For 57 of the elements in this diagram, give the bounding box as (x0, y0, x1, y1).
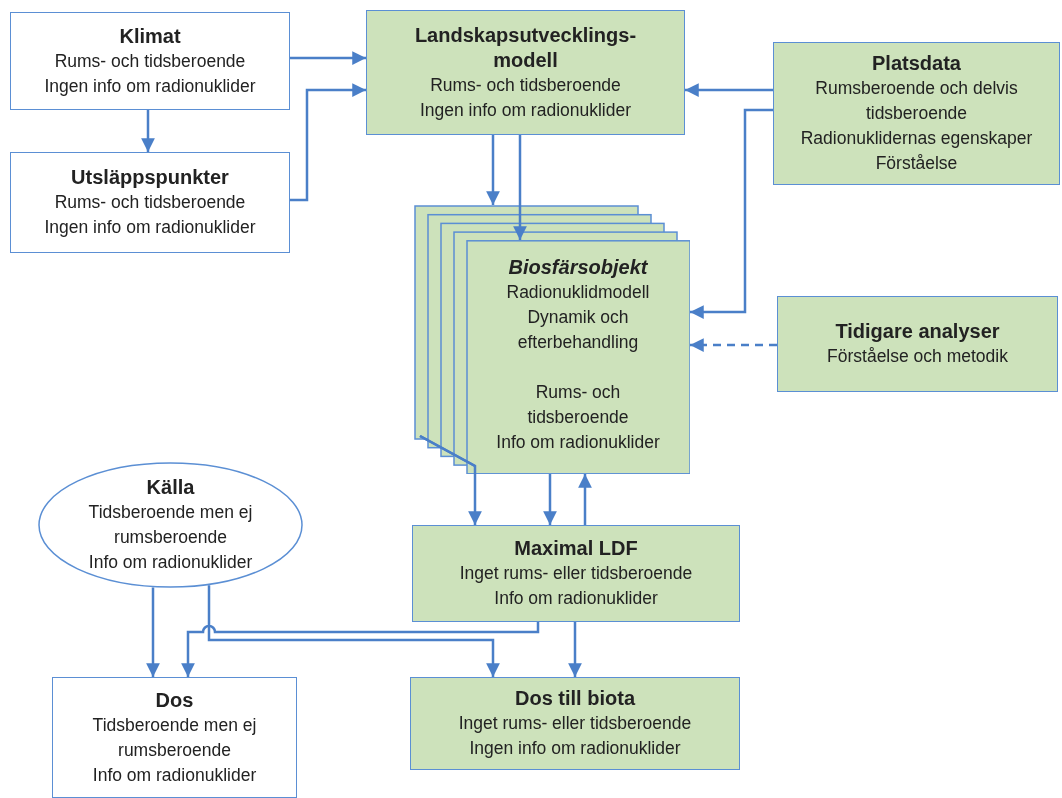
node-text: Info om radionuklider (496, 431, 660, 454)
arrow (141, 110, 155, 152)
process-box (366, 10, 685, 135)
process-box (52, 677, 297, 798)
node-text: Ingen info om radionuklider (44, 74, 256, 98)
arrow (578, 474, 592, 525)
node-text: Rums- och tidsberoende (430, 73, 621, 97)
arrow (207, 585, 500, 677)
node-title: Klimat (119, 23, 181, 49)
node-text: Radionuklidernas egenskaper (800, 127, 1033, 150)
node-title: Utsläppspunkter (71, 165, 229, 190)
arrow (685, 83, 773, 97)
process-box (410, 677, 740, 770)
arrow (146, 587, 160, 677)
node-text: Rums- och tidsberoende (54, 49, 246, 73)
node-title: Biosfärsobjekt (508, 255, 648, 280)
node-text: Info om radionuklider (494, 587, 658, 610)
arrow (181, 622, 540, 677)
process-box (773, 42, 1060, 185)
node-text: Dynamik och efterbehandling (516, 306, 640, 354)
node-text: Tidsberoende men ej rumsberoende (87, 501, 254, 549)
arrow (690, 338, 777, 352)
node-title: Källa (146, 475, 195, 500)
node-text: Förståelse (875, 152, 958, 175)
node-text: Info om radionuklider (88, 551, 253, 574)
node-title: Landskapsutvecklings-modell (413, 22, 638, 73)
node-text: Rums- och tidsberoende (54, 191, 246, 214)
arrow (486, 135, 500, 205)
node-text: Inget rums- eller tidsberoende (459, 562, 693, 585)
node-text: Ingen info om radionuklider (419, 98, 632, 122)
node-title: Dos till biota (515, 686, 635, 711)
arrow (513, 135, 527, 240)
node-text: Tidsberoende men ej rumsberoende (91, 713, 258, 762)
arrow (690, 108, 773, 319)
node-text: Info om radionuklider (92, 763, 257, 787)
process-box (412, 525, 740, 622)
node-text: Ingen info om radionuklider (469, 737, 681, 760)
node-text: Inget rums- eller tidsberoende (458, 712, 692, 735)
arrow (419, 434, 482, 525)
node-text: Förståelse och metodik (827, 345, 1008, 368)
node-title: Tidigare analyser (835, 319, 1000, 344)
node-text: Rumsberoende och delvis tidsberoende (814, 77, 1019, 125)
node-text: Rums- och tidsberoende (526, 381, 630, 429)
node-title: Maximal LDF (514, 536, 638, 561)
arrow (543, 474, 557, 525)
node-text: Radionuklidmodell (506, 281, 650, 304)
ellipse-node (38, 462, 303, 588)
arrow (568, 622, 582, 677)
process-box (777, 296, 1058, 392)
process-box (10, 152, 290, 253)
arrow (290, 51, 366, 65)
process-box (10, 12, 290, 110)
node-title: Platsdata (872, 51, 961, 76)
node-title: Dos (155, 687, 194, 713)
node-text: Ingen info om radionuklider (44, 216, 256, 239)
arrow (290, 83, 366, 202)
stacked-document-box (414, 205, 690, 474)
